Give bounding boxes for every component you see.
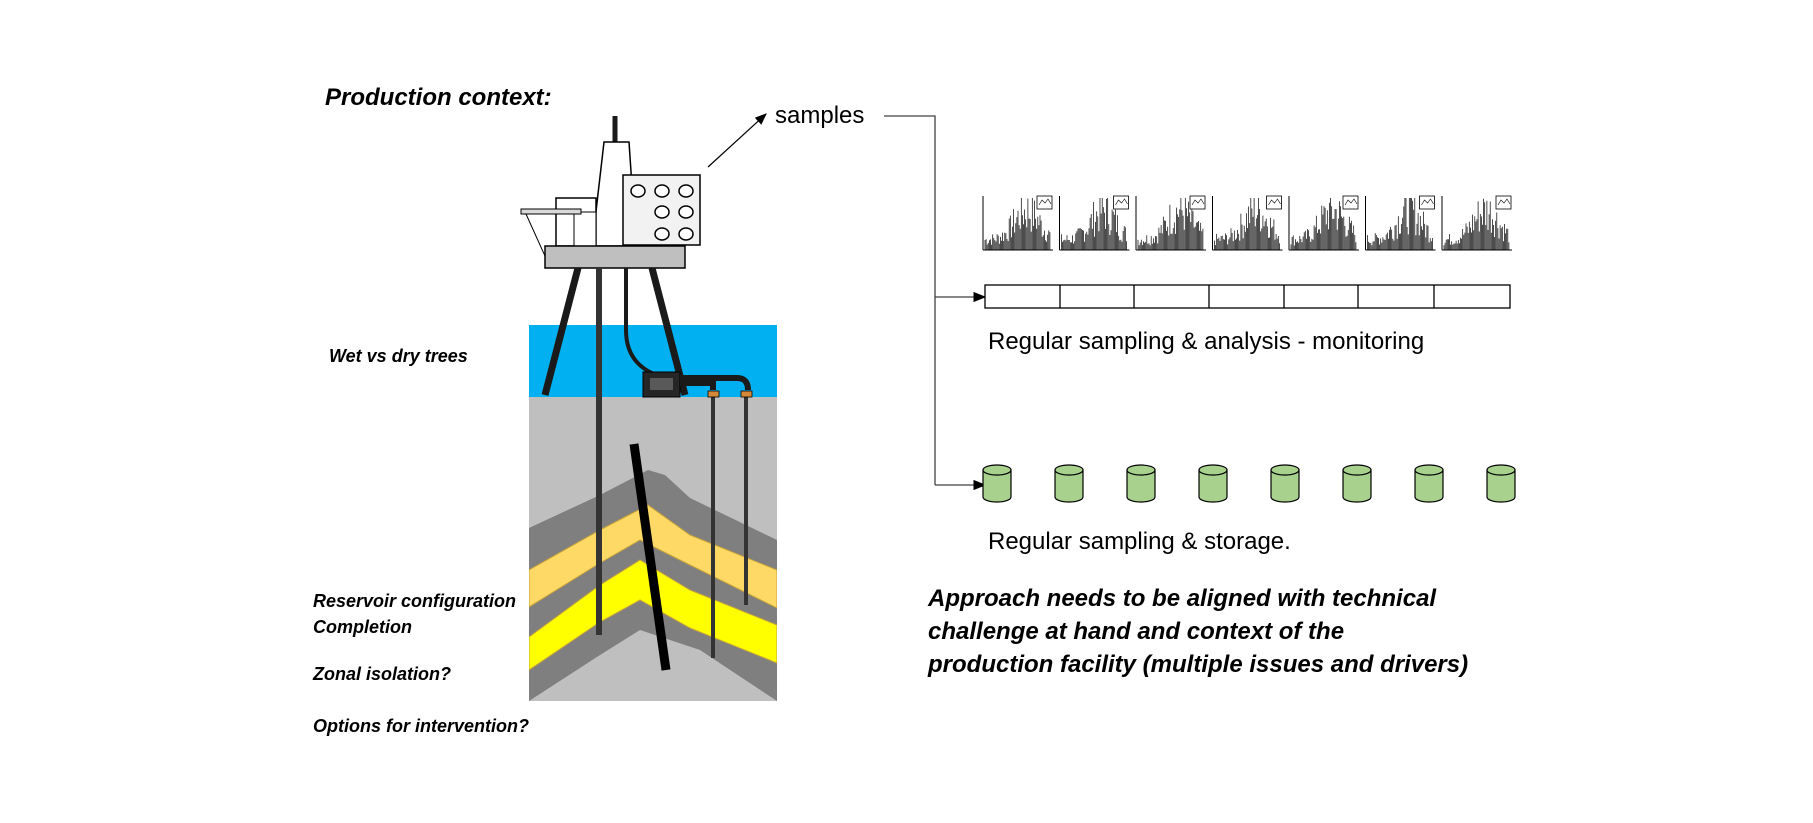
platform-icon: [520, 116, 701, 396]
subsea-manifold-icon: [642, 371, 753, 398]
well-pipe-icon: [596, 268, 748, 671]
sample-containers: [982, 464, 1516, 503]
approach-line-2: challenge at hand and context of the: [928, 618, 1345, 645]
samples-label: samples: [775, 102, 865, 129]
chromatogram-icon: [1365, 195, 1436, 251]
chromatogram-icon: [1135, 195, 1206, 251]
chromatogram-row: [982, 195, 1512, 251]
sample-container-icon: [1054, 464, 1084, 503]
sample-container-icon: [1342, 464, 1372, 503]
reservoir-config-label: Reservoir configuration: [313, 591, 517, 611]
connector-line: [884, 115, 936, 485]
sample-container-icon: [1414, 464, 1444, 503]
sample-table: [984, 284, 1511, 309]
sample-container-icon: [1270, 464, 1300, 503]
chromatogram-icon: [1059, 195, 1130, 251]
chromatogram-icon: [1212, 195, 1283, 251]
page-title: Production context:: [325, 84, 552, 111]
chromatogram-icon: [1288, 195, 1359, 251]
approach-line-1: Approach needs to be aligned with techni…: [928, 585, 1437, 612]
intervention-label: Options for intervention?: [313, 716, 529, 736]
storage-label: Regular sampling & storage.: [988, 528, 1291, 555]
chromatogram-icon: [982, 195, 1053, 251]
reservoir-label: Reservoir configuration Completion: [313, 588, 516, 640]
monitoring-label: Regular sampling & analysis - monitoring: [988, 328, 1425, 355]
sample-container-icon: [1126, 464, 1156, 503]
completion-label: Completion: [313, 617, 412, 637]
sample-container-icon: [1486, 464, 1516, 503]
approach-line-3: production facility (multiple issues and…: [928, 651, 1469, 678]
sample-container-icon: [1198, 464, 1228, 503]
zonal-isolation-label: Zonal isolation?: [313, 664, 451, 684]
sample-container-icon: [982, 464, 1012, 503]
samples-arrow: [707, 113, 767, 168]
chromatogram-icon: [1441, 195, 1512, 251]
approach-text: Approach needs to be aligned with techni…: [928, 582, 1468, 681]
wet-dry-label: Wet vs dry trees: [329, 346, 468, 366]
